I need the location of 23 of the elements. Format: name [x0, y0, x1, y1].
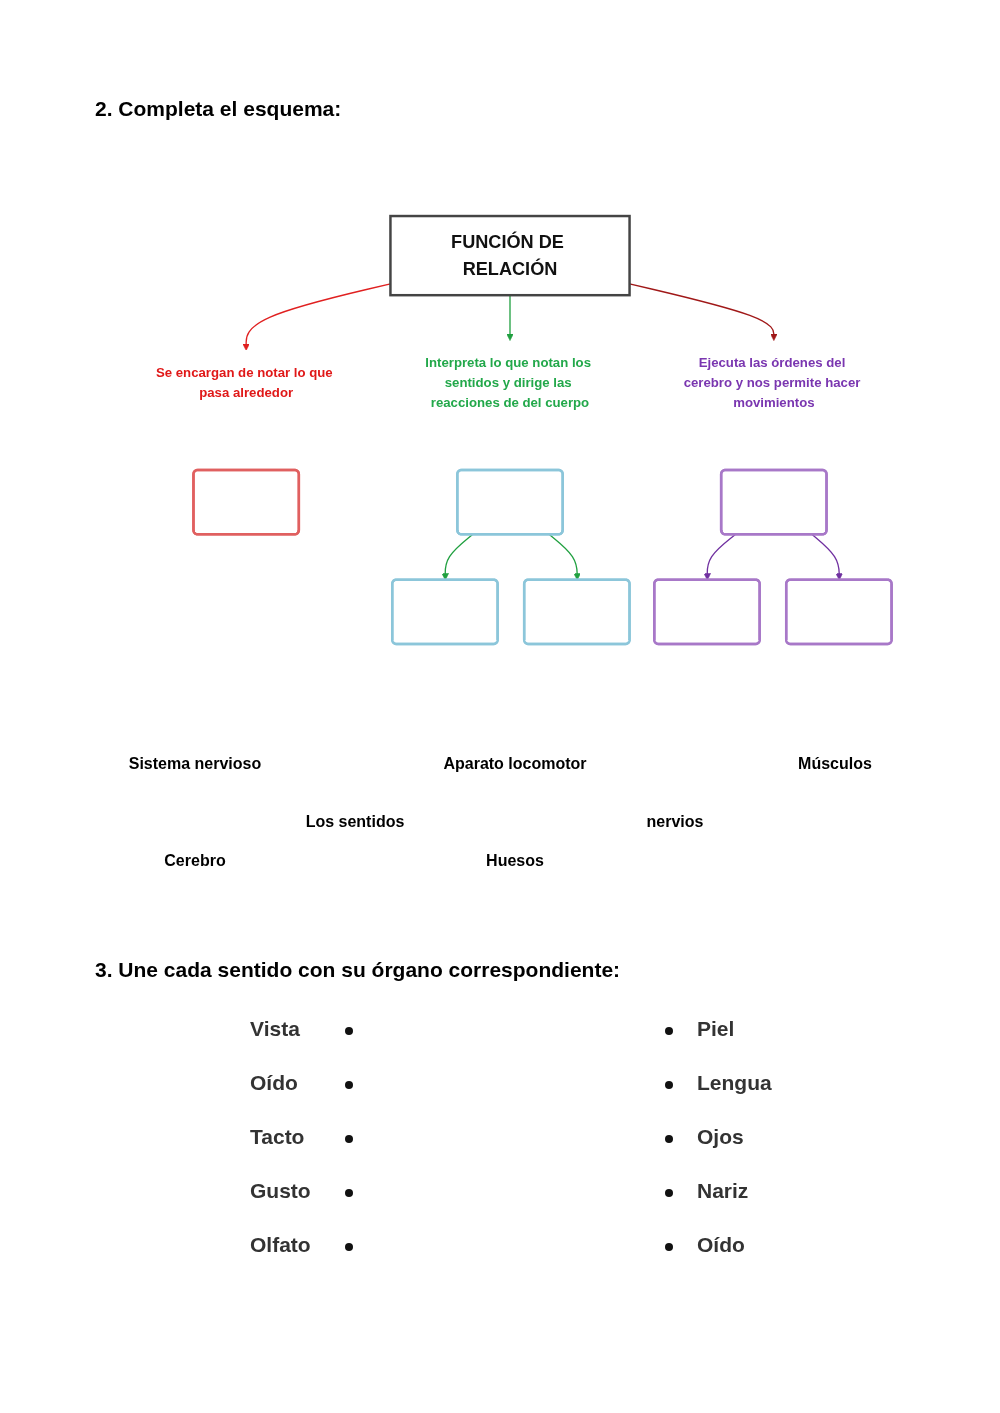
node-box: FUNCIÓN DE RELACIÓN [389, 214, 631, 297]
organ-word: Ojos [697, 1125, 744, 1149]
word-bank-item: Aparato locomotor [442, 755, 588, 773]
word-bank-item: Los sentidos [304, 813, 406, 831]
word-bank-item: Huesos [485, 852, 545, 870]
sense-word: Gusto [250, 1179, 311, 1203]
organ-word: Nariz [697, 1179, 749, 1203]
heading: 2. Completa el esquema: [95, 97, 342, 121]
organ-word: Oído [697, 1233, 745, 1257]
organ-word: Piel [697, 1017, 735, 1041]
sense-word: Oído [250, 1071, 298, 1095]
word-bank-item: nervios [645, 813, 705, 831]
organ-word: Lengua [697, 1071, 772, 1095]
word-bank-item: Músculos [797, 755, 873, 773]
sense-word: Olfato [250, 1233, 311, 1257]
node-text: Ejecuta las órdenes del cerebro y nos permite hacer movimientos [683, 355, 861, 409]
word-bank-item: Cerebro [163, 852, 227, 870]
node-text: Interpreta lo que notan los sentidos y dirige las reacciones de del cuerpo [425, 355, 591, 409]
word-bank-item: Sistema nervioso [127, 755, 263, 773]
sense-word: Vista [250, 1017, 300, 1041]
node-text: Se encargan de notar lo que pasa alrededor [155, 365, 333, 400]
heading: 3. Une cada sentido con su órgano correspondiente: [95, 958, 621, 982]
sense-word: Tacto [250, 1125, 305, 1149]
